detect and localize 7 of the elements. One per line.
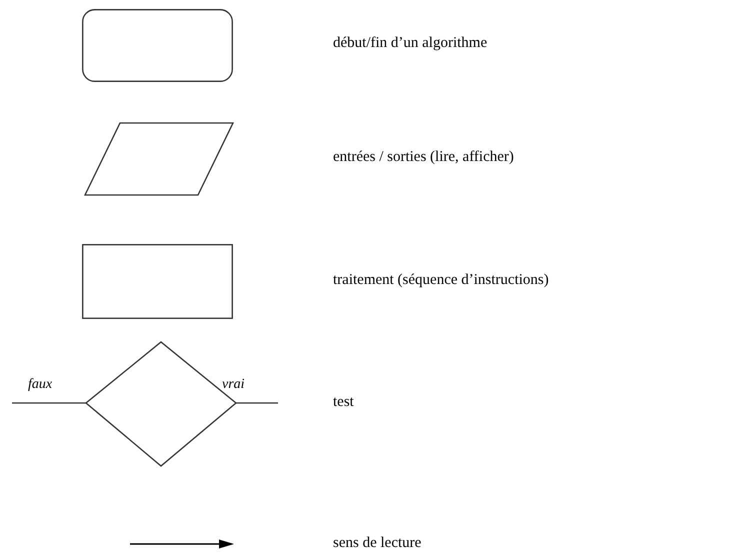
legend-label: début/fin d’un algorithme <box>333 34 488 52</box>
branch-label: faux <box>28 376 52 394</box>
branch-label: vrai <box>222 376 245 394</box>
legend-label: sens de lecture <box>333 534 422 552</box>
legend-label: entrées / sorties (lire, afficher) <box>333 148 514 166</box>
legend-label: test <box>333 393 354 411</box>
legend-label: traitement (séquence d’instructions) <box>333 271 549 289</box>
